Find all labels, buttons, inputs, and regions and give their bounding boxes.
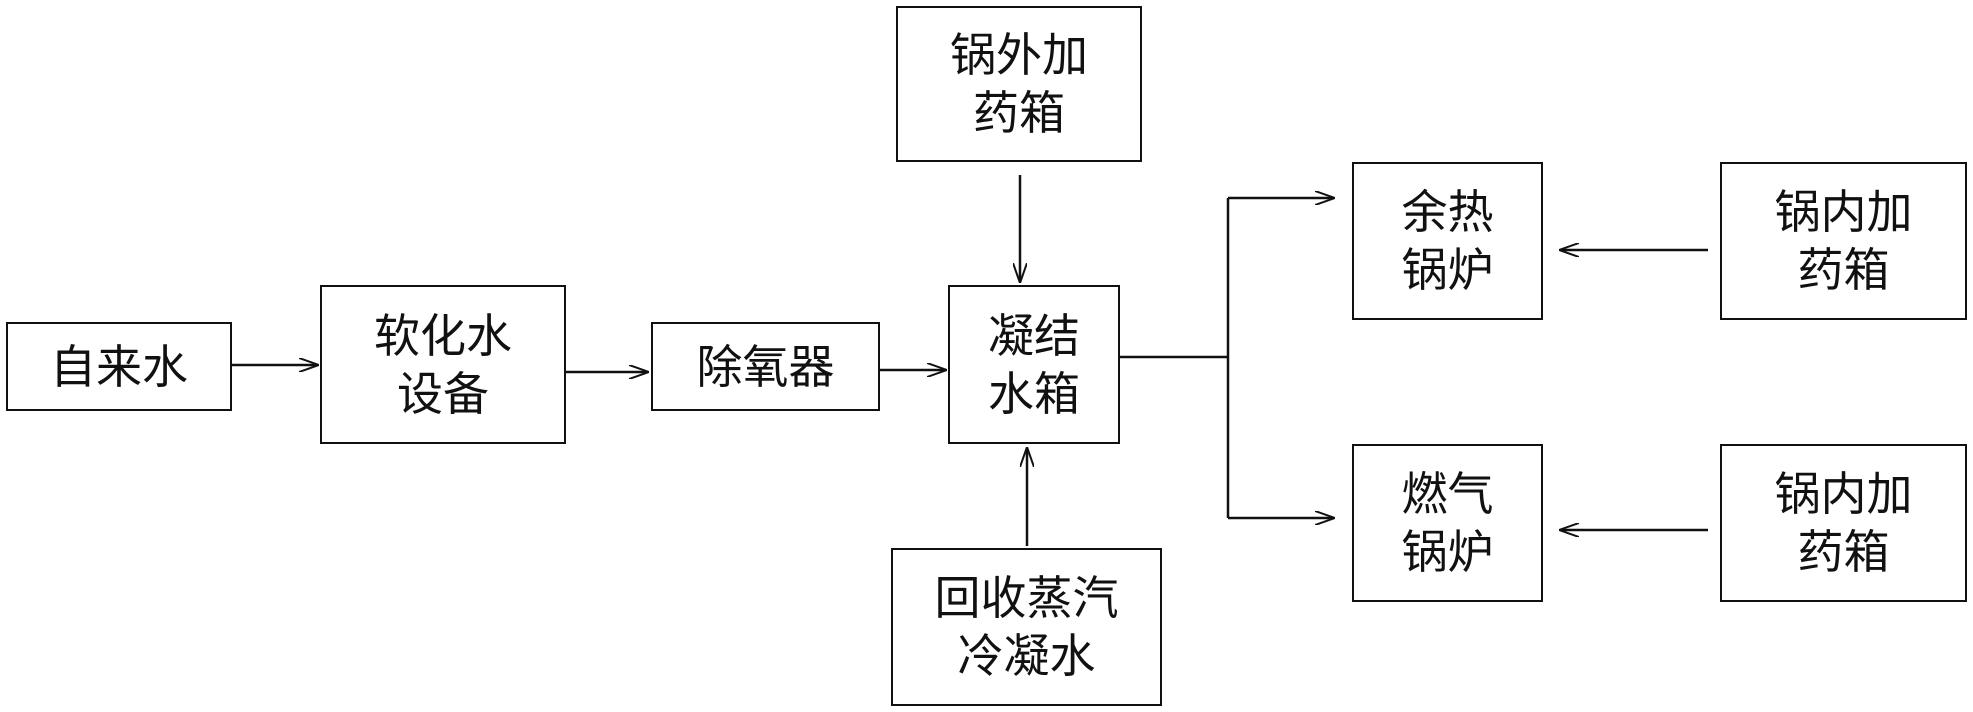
node-waste-heat-boiler: 余热 锅炉 [1352,162,1543,320]
node-tap-water: 自来水 [6,322,232,411]
node-condensate-tank: 凝结 水箱 [948,285,1120,444]
node-gas-boiler: 燃气 锅炉 [1352,444,1543,602]
node-internal-dosing-tank-top: 锅内加 药箱 [1720,162,1967,320]
node-recovered-steam-condensate: 回收蒸汽 冷凝水 [891,548,1162,706]
node-external-dosing-tank: 锅外加 药箱 [896,6,1142,162]
node-softening-equipment: 软化水 设备 [320,285,566,444]
node-internal-dosing-tank-bottom: 锅内加 药箱 [1720,444,1967,602]
node-deaerator: 除氧器 [651,322,880,411]
